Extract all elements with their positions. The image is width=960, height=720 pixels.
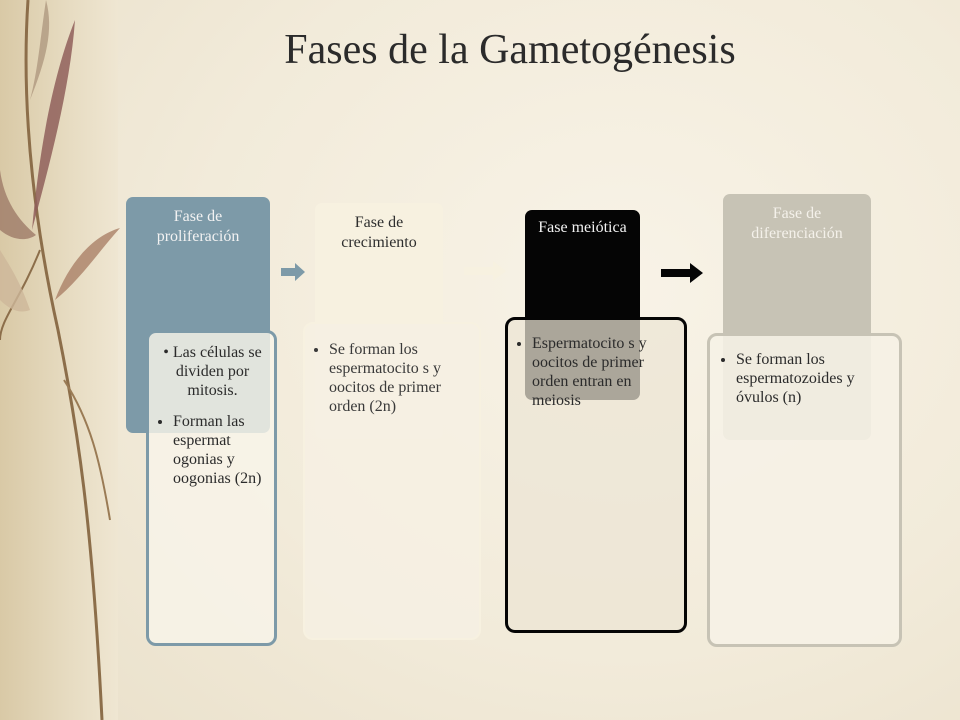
bullet-item: Las células se dividen por mitosis. — [159, 343, 266, 400]
bullet-item: Se forman los espermatocito s y oocitos … — [329, 340, 471, 416]
bullet-item: Forman las espermat ogonias y oogonias (… — [173, 412, 266, 488]
eucalyptus-branch-decoration — [0, 0, 120, 720]
phase-card-meiotica: Espermatocito s y oocitos de primer orde… — [505, 317, 687, 633]
page-title: Fases de la Gametogénesis — [284, 27, 736, 73]
arrow-right-icon — [661, 263, 703, 283]
phase-card-crecimiento: Se forman los espermatocito s y oocitos … — [303, 322, 481, 640]
bullet-item: Espermatocito s y oocitos de primer orde… — [532, 334, 676, 410]
arrow-right-icon — [281, 263, 305, 281]
phase-card-diferenciacion: Se forman los espermatozoides y óvulos (… — [707, 333, 902, 647]
bullet-item: Se forman los espermatozoides y óvulos (… — [736, 350, 891, 407]
arrow-right-icon — [464, 261, 506, 281]
phase-card-proliferacion: Las células se dividen por mitosis. Form… — [146, 330, 277, 646]
